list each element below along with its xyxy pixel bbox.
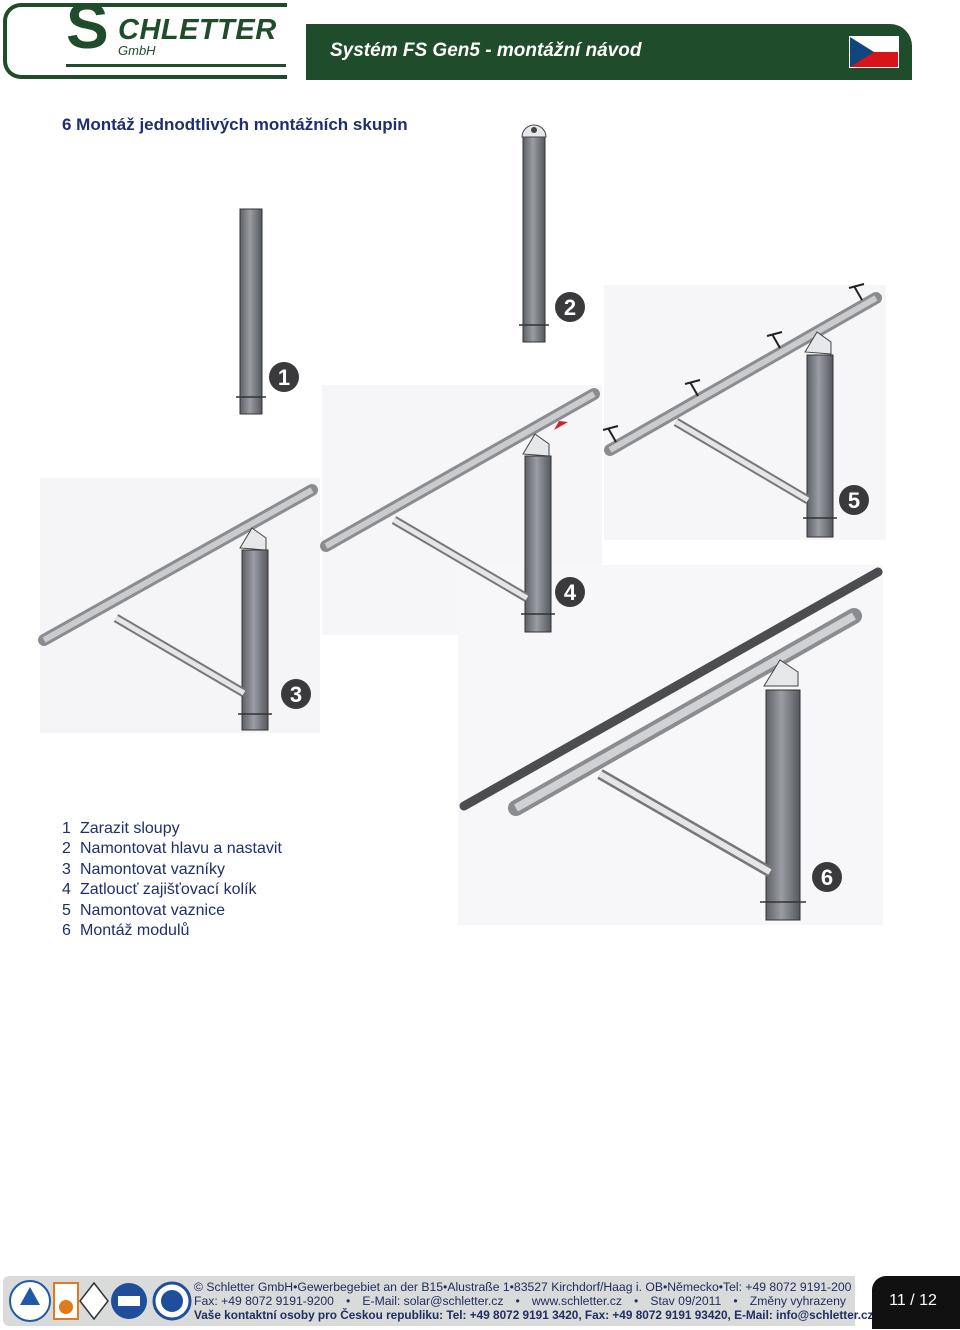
callout-1: 1 [269, 362, 299, 392]
footer-contact: © Schletter GmbH•Gewerbegebiet an der B1… [194, 1280, 874, 1323]
page-number: 11 / 12 [889, 1292, 937, 1309]
footer: © Schletter GmbH•Gewerbegebiet an der B1… [3, 1276, 874, 1326]
gs-slv-icon [152, 1281, 192, 1321]
document-title: Systém FS Gen5 - montážní návod [330, 40, 642, 61]
page-number-box: 11 / 12 [872, 1276, 960, 1329]
logo-underline [66, 64, 286, 67]
section-heading: 6 Montáž jednodtlivých montážních skupin [62, 115, 408, 134]
svg-text:5: 5 [848, 488, 860, 513]
dibt-icon [79, 1281, 109, 1321]
logo-frame [3, 3, 287, 79]
step6-assembly [459, 567, 883, 921]
footer-line-1: © Schletter GmbH•Gewerbegebiet an der B1… [194, 1280, 852, 1294]
logo-gmbh: GmbH [118, 43, 156, 58]
cert-icon [53, 1282, 79, 1320]
assembly-illustration: 1 2 3 4 5 6 [38, 124, 883, 921]
callout-5: 5 [839, 485, 869, 515]
svg-text:1: 1 [278, 365, 290, 390]
callout-4: 4 [555, 577, 585, 607]
logo-initial: S [66, 0, 109, 62]
step5-assembly [602, 283, 882, 538]
callout-3: 3 [281, 679, 311, 709]
svg-text:3: 3 [290, 682, 302, 707]
step3-assembly [38, 484, 318, 731]
footer-line-2: Fax: +49 8072 9191-9200•E-Mail: solar@sc… [194, 1294, 846, 1309]
step1-post [236, 208, 266, 415]
callout-2: 2 [555, 292, 585, 322]
footer-line-3: Vaše kontaktní osoby pro Českou republik… [194, 1308, 874, 1323]
svg-text:2: 2 [564, 295, 576, 320]
czech-flag-icon [849, 36, 899, 68]
logo-word: CHLETTER [118, 14, 277, 46]
step2-post-with-head [519, 124, 549, 343]
certification-badges [9, 1280, 192, 1322]
title-bar: Systém FS Gen5 - montážní návod [306, 24, 912, 80]
svg-text:4: 4 [564, 580, 577, 605]
callout-6: 6 [812, 862, 842, 892]
tuv-sud-icon [111, 1283, 147, 1319]
tuv-rheinland-icon [9, 1280, 51, 1322]
svg-text:6: 6 [821, 865, 833, 890]
step4-assembly [320, 388, 600, 633]
